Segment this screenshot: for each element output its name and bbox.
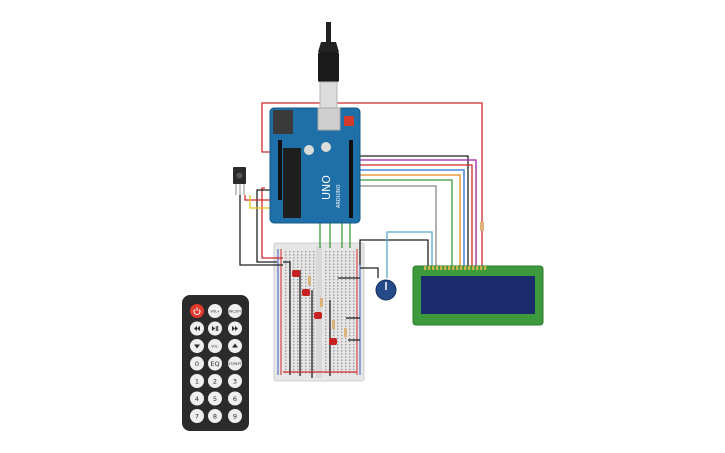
remote-button-three[interactable]: 3 bbox=[228, 374, 242, 388]
remote-button-six[interactable]: 6 bbox=[228, 391, 242, 406]
remote-button-play-pause[interactable] bbox=[208, 321, 222, 336]
remote-button-label: 5 bbox=[213, 395, 217, 403]
remote-button-nine[interactable]: 9 bbox=[228, 409, 242, 423]
wire-lcd-d6 bbox=[357, 164, 473, 268]
ir-receiver bbox=[233, 167, 246, 195]
remote-button-five[interactable]: 5 bbox=[208, 391, 222, 406]
usb-cable bbox=[318, 22, 339, 111]
led-2 bbox=[302, 289, 310, 296]
led-4 bbox=[329, 338, 337, 345]
remote-button-four[interactable]: 4 bbox=[190, 391, 204, 406]
arduino-uno: UNO ARDUINO bbox=[269, 107, 361, 224]
ir-remote: VOL+ FUNC/STOP VOL- 0 EQ ST/REPT 1 2 3 4 5 6 7 8 9 bbox=[182, 295, 249, 431]
resistor-2 bbox=[320, 298, 323, 307]
remote-button-zero[interactable]: 0 bbox=[190, 356, 204, 371]
remote-button-one[interactable]: 1 bbox=[190, 374, 204, 388]
remote-button-eq[interactable]: EQ bbox=[208, 356, 222, 371]
remote-button-label: 1 bbox=[195, 378, 199, 386]
resistor-4 bbox=[344, 328, 347, 337]
remote-button-label: 3 bbox=[233, 378, 237, 386]
power-icon bbox=[193, 307, 201, 316]
lcd-pins bbox=[424, 266, 487, 270]
resistor-backlight bbox=[480, 222, 484, 231]
remote-button-label: 0 bbox=[195, 360, 199, 368]
remote-button-label: 9 bbox=[233, 413, 237, 421]
wire-pot-wiper bbox=[386, 231, 433, 278]
wire-pot-gnd bbox=[359, 239, 429, 268]
remote-button-label: EQ bbox=[210, 360, 219, 368]
arduino-brand: ARDUINO bbox=[336, 184, 342, 208]
arduino-logo: UNO bbox=[320, 175, 333, 200]
remote-button-label: ST/REPT bbox=[228, 362, 241, 366]
wire-5v-breadboard bbox=[261, 187, 283, 259]
lcd-16x2 bbox=[412, 265, 544, 326]
remote-button-vol-up[interactable]: VOL+ bbox=[208, 304, 222, 318]
remote-button-seven[interactable]: 7 bbox=[190, 409, 204, 423]
remote-button-two[interactable]: 2 bbox=[208, 374, 222, 388]
wire-ir-gnd bbox=[239, 195, 283, 266]
wire-lcd-d7 bbox=[357, 159, 477, 268]
remote-button-vol-down[interactable]: VOL- bbox=[208, 339, 222, 353]
skip-forward-icon bbox=[232, 326, 238, 331]
remote-button-power[interactable] bbox=[190, 304, 204, 318]
remote-button-label: VOL+ bbox=[210, 310, 219, 314]
wire-lcd-d4 bbox=[357, 174, 461, 268]
remote-button-next[interactable] bbox=[228, 321, 242, 336]
remote-button-label: 4 bbox=[195, 395, 199, 403]
remote-button-label: 8 bbox=[213, 413, 217, 421]
play-pause-icon bbox=[212, 326, 219, 331]
remote-button-func-stop[interactable]: FUNC/STOP bbox=[226, 304, 244, 318]
arrow-down-icon bbox=[194, 344, 200, 349]
wire-lcd-d5 bbox=[357, 169, 465, 268]
leds bbox=[292, 270, 337, 345]
wire-lcd-en bbox=[357, 179, 453, 268]
wire-lcd-gnd bbox=[357, 155, 469, 268]
remote-button-up[interactable] bbox=[228, 339, 242, 353]
wires bbox=[239, 102, 483, 378]
wire-5v-top bbox=[261, 102, 483, 268]
wire-ir-vcc bbox=[244, 195, 274, 201]
resistor-3 bbox=[332, 320, 335, 329]
remote-button-eight[interactable]: 8 bbox=[208, 409, 222, 423]
resistor-1 bbox=[308, 276, 311, 285]
wire-gnd-breadboard bbox=[256, 189, 277, 263]
remote-button-label: VOL- bbox=[211, 345, 219, 349]
remote-button-down[interactable] bbox=[190, 339, 204, 353]
led-3 bbox=[314, 312, 322, 319]
wire-lcd-rs bbox=[357, 185, 437, 268]
remote-button-label: 2 bbox=[213, 378, 217, 386]
resistors bbox=[308, 222, 484, 337]
remote-button-label: 7 bbox=[195, 413, 199, 421]
arrow-up-icon bbox=[232, 343, 238, 348]
remote-button-prev[interactable] bbox=[190, 321, 204, 336]
potentiometer bbox=[375, 279, 397, 301]
skip-back-icon bbox=[194, 326, 200, 331]
led-1 bbox=[292, 270, 300, 277]
remote-button-label: FUNC/STOP bbox=[226, 310, 244, 314]
remote-button-label: 6 bbox=[233, 395, 237, 403]
remote-button-st-rept[interactable]: ST/REPT bbox=[228, 356, 242, 371]
